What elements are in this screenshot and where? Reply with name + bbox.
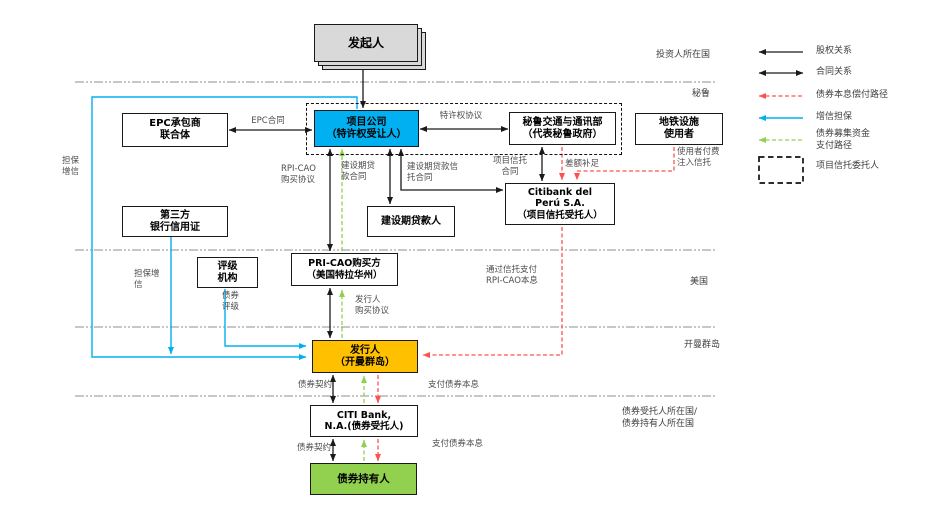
red-dashed-edges (375, 147, 675, 462)
label-project-trust-contract: 项目信托 合同 (492, 156, 527, 178)
node-sponsor: 发起人 (314, 24, 418, 62)
region-usa: 美国 (689, 277, 708, 287)
legend-label-bond-repayment: 债券本息偿付路径 (816, 90, 889, 100)
label-concession-agreement: 特许权协议 (439, 111, 483, 121)
region-trustee-country: 债券受托人所在国/ 债券持有人所在国 (622, 407, 698, 430)
label-rpi-cao-purchase: RPI-CAO 购买协议 (281, 164, 316, 186)
edge-construction-loan-trust (398, 148, 504, 193)
node-epc-consortium: EPC承包商 联合体 (122, 113, 228, 147)
label-pay-bond-bottom: 支付债券本息 (432, 439, 484, 449)
label-user-fees: 使用者付费 注入信托 (677, 147, 720, 169)
label-guarantee-mid: 担保增 信 (134, 269, 160, 291)
green-dashed-edges (339, 148, 367, 461)
edge-trust-payment (422, 227, 563, 358)
label-construction-loan-trust: 建设期贷款信 托合同 (407, 162, 459, 184)
legend-label-equity: 股权关系 (816, 46, 853, 56)
black-edges (228, 66, 545, 462)
node-metro-users: 地铁设施 使用者 (635, 113, 723, 145)
region-cayman: 开曼群岛 (683, 340, 720, 350)
node-pri-cao-buyer: PRI-CAO购买方 （美国特拉华州） (291, 253, 398, 286)
label-epc-contract: EPC合同 (251, 116, 285, 126)
label-pay-bond-top: 支付债券本息 (428, 380, 480, 390)
label-shortfall-topup: 差额补足 (565, 159, 600, 169)
node-issuer: 发行人 （开曼群岛） (312, 340, 418, 373)
label-bond-indenture-bottom: 债券契约 (297, 443, 332, 453)
legend-label-contract: 合同关系 (816, 67, 853, 77)
legend-label-trust-grantor: 项目信托委托人 (816, 161, 880, 171)
node-construction-lender: 建设期贷款人 (367, 206, 455, 237)
node-citi-bank-na: CITI Bank, N.A.(债券受托人) (310, 405, 418, 437)
legend-dashed-box (758, 156, 804, 184)
edge-guarantee-project-company (91, 96, 358, 360)
cyan-edges (91, 96, 358, 360)
region-divider-lines (75, 81, 716, 397)
label-issuer-purchase: 发行人 购买协议 (355, 295, 390, 317)
label-guarantee-left: 担保 增信 (62, 156, 80, 178)
node-rating-agency: 评级 机构 (197, 257, 258, 288)
label-bond-indenture-top: 债券契约 (298, 380, 333, 390)
node-citibank-peru: Citibank del Perú S.A. （项目信托受托人） (505, 183, 615, 225)
label-construction-loan: 建设期贷 款合同 (341, 161, 376, 183)
node-third-party-loc: 第三方 银行信用证 (122, 206, 228, 237)
edge-bond-rating (224, 289, 307, 349)
legend-symbols (758, 49, 804, 184)
label-trust-payment: 通过信托支付 RPI-CAO本息 (486, 265, 538, 287)
label-bond-rating: 债券 评级 (222, 291, 240, 313)
node-motc-peru: 秘鲁交通与通讯部 （代表秘鲁政府） (509, 112, 616, 145)
node-bondholders: 债券持有人 (310, 463, 417, 495)
legend-label-credit-enhancement: 增信担保 (816, 112, 853, 122)
legend-label-bond-proceeds: 债券募集资金 支付路径 (816, 129, 871, 151)
node-project-company: 项目公司 （特许权受让人） (314, 110, 419, 147)
region-investor-country: 投资人所在国 (655, 50, 710, 60)
region-peru: 秘鲁 (691, 89, 710, 99)
edge-user-fees (574, 147, 675, 181)
